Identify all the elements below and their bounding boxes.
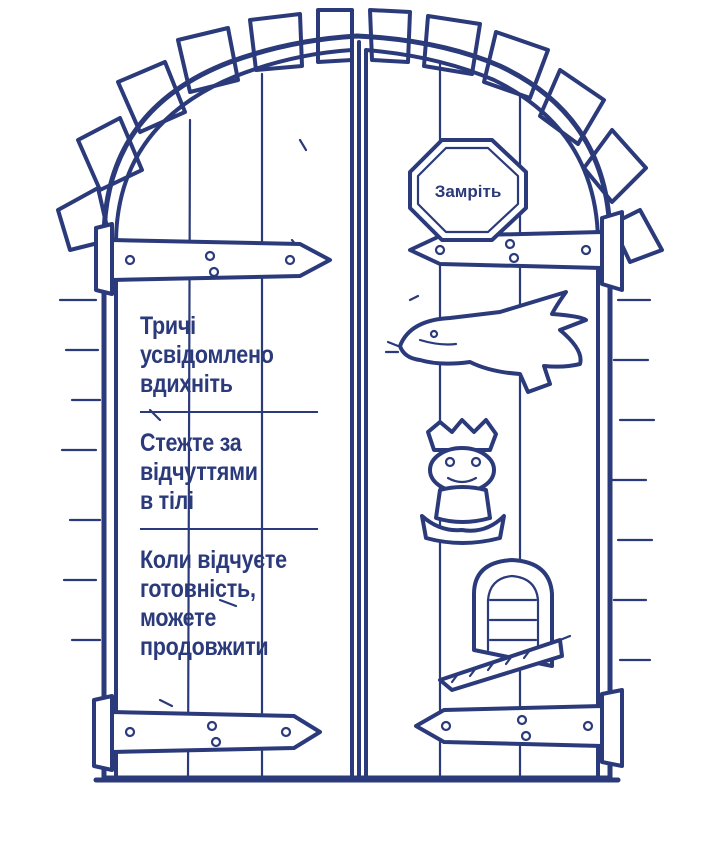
divider <box>140 528 318 530</box>
step-3-line-2: готовність, <box>140 575 256 603</box>
step-2-line-3: в тілі <box>140 487 194 515</box>
hinge-bottom-right <box>414 688 624 768</box>
step-2-line-1: Стежте за <box>140 429 242 457</box>
sign-label: Замріть <box>435 182 502 201</box>
step-1-line-2: усвідомлено <box>140 341 274 369</box>
hinge-bottom-left <box>92 694 322 772</box>
step-1-line-1: Тричі <box>140 312 196 340</box>
step-3-line-1: Коли відчуєте <box>140 546 287 574</box>
frog-king-icon <box>420 418 506 545</box>
step-3: Коли відчуєте готовність, можете продовж… <box>140 542 303 674</box>
instructions-list: Тричі усвідомлено вдихніть Стежте за від… <box>140 308 330 674</box>
stop-sign: Замріть <box>408 138 528 242</box>
door-frame <box>101 33 613 781</box>
castle-door-icon <box>438 558 564 692</box>
hinge-top-left <box>94 222 332 296</box>
side-stones <box>58 298 656 662</box>
step-2-line-2: відчуттями <box>140 458 258 486</box>
step-3-line-3: можете <box>140 604 217 632</box>
divider <box>140 411 318 413</box>
step-1-line-3: вдихніть <box>140 370 233 398</box>
dragon-head-icon <box>384 290 588 394</box>
step-2: Стежте за відчуттями в тілі <box>140 425 303 528</box>
step-3-line-4: продовжити <box>140 633 269 661</box>
step-1: Тричі усвідомлено вдихніть <box>140 308 303 411</box>
